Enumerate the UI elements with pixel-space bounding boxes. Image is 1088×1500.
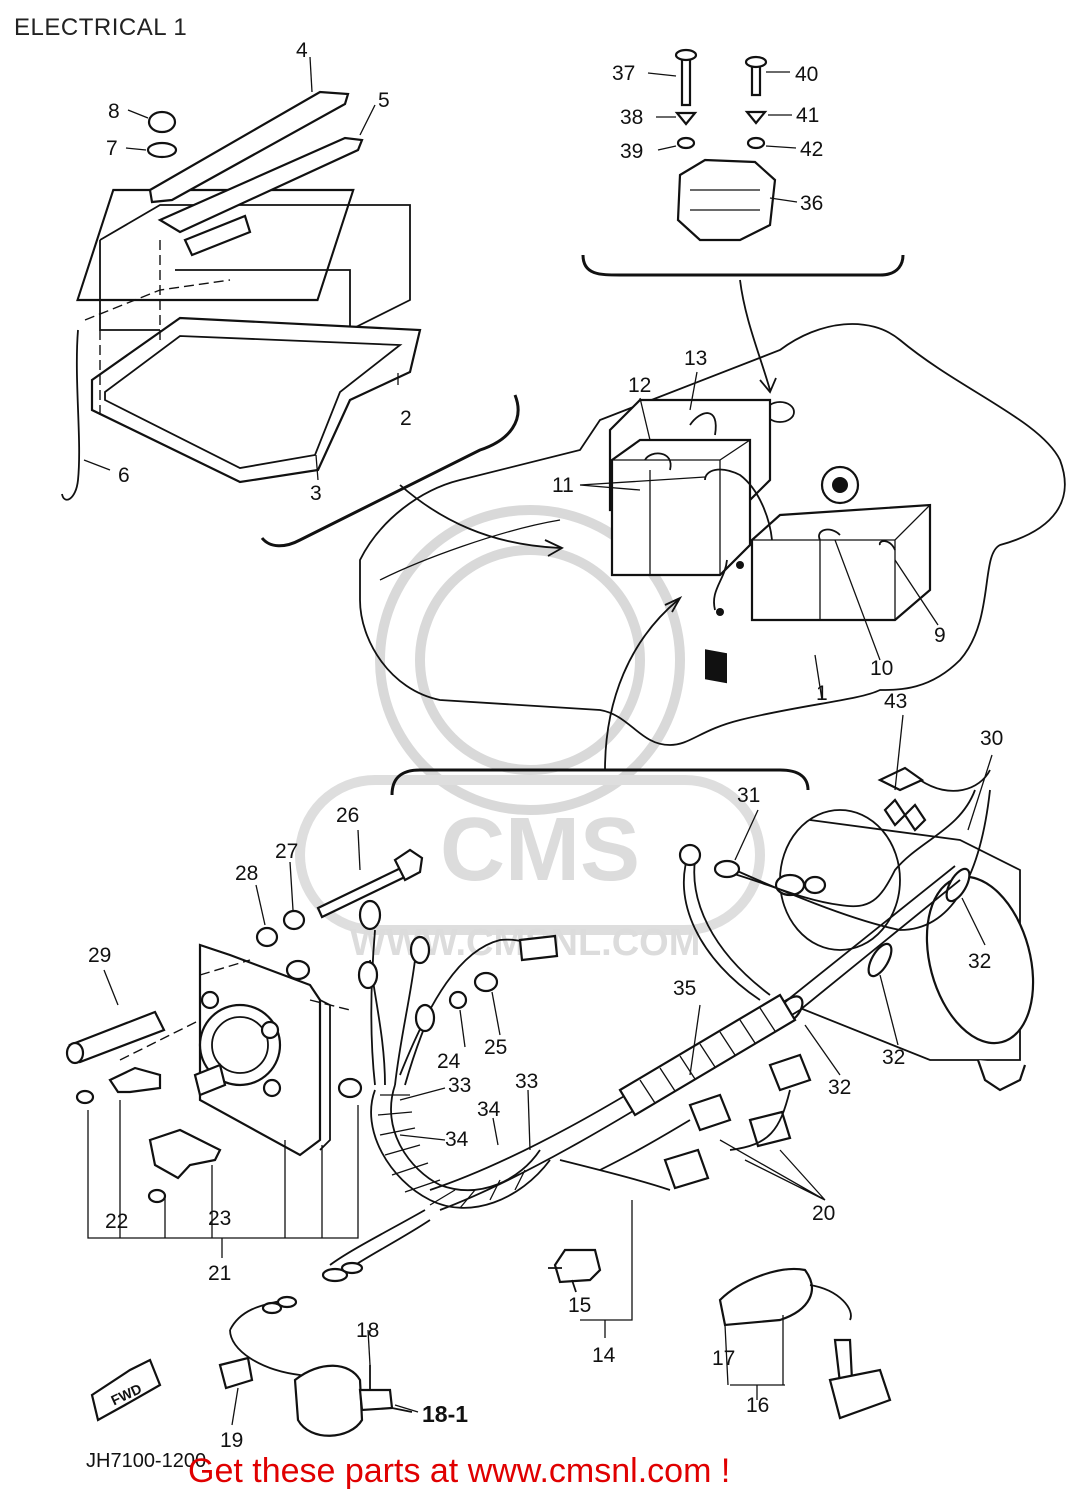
callout-8: 8 [108, 100, 120, 123]
callout-3: 3 [310, 482, 322, 505]
callout-23: 23 [208, 1207, 231, 1230]
callout-42: 42 [800, 138, 823, 161]
callout-38: 38 [620, 106, 643, 129]
batteries [608, 398, 932, 684]
callout-36: 36 [800, 192, 823, 215]
callout-11: 11 [552, 474, 574, 497]
callout-12: 12 [628, 374, 651, 397]
callout-39: 39 [620, 140, 643, 163]
callout-10: 10 [870, 657, 893, 680]
callout-35: 35 [673, 977, 696, 1000]
callout-21: 21 [208, 1262, 231, 1285]
callout-18: 18 [356, 1319, 379, 1342]
callout-26: 26 [336, 804, 359, 827]
callout-31: 31 [737, 784, 760, 807]
callout-9: 9 [934, 624, 946, 647]
callout-32-a: 32 [968, 950, 991, 973]
wiring-harness [321, 766, 991, 1283]
group-brackets [260, 254, 905, 796]
callout-32-c: 32 [828, 1076, 851, 1099]
diagram-title: ELECTRICAL 1 [14, 14, 188, 41]
corrugated-tube [618, 993, 797, 1117]
callout-14: 14 [592, 1344, 616, 1367]
callout-19: 19 [220, 1429, 243, 1452]
diagram-code: JH7100-1200 [86, 1450, 207, 1472]
callout-16: 16 [746, 1394, 769, 1417]
watermark-brand: CMS [440, 800, 640, 900]
callout-29: 29 [88, 944, 111, 967]
callout-37: 37 [612, 62, 635, 85]
battery-box-assembly [61, 90, 422, 501]
callout-1: 1 [816, 682, 828, 705]
callout-41: 41 [796, 104, 819, 127]
callout-6: 6 [118, 464, 130, 487]
callout-2: 2 [400, 407, 412, 430]
callout-20: 20 [812, 1202, 835, 1225]
callout-18-1: 18-1 [422, 1401, 468, 1427]
controller-plate [65, 848, 499, 1258]
callout-43: 43 [884, 690, 907, 713]
callout-30: 30 [980, 727, 1003, 750]
bottom-parts: FWD [90, 1200, 892, 1437]
plug-assembly [674, 48, 777, 242]
callout-7: 7 [106, 137, 118, 160]
callout-24: 24 [437, 1050, 461, 1073]
callout-27: 27 [275, 840, 298, 863]
callout-15: 15 [568, 1294, 591, 1317]
callout-labels: 1 2 3 4 5 6 7 8 9 10 11 12 13 14 15 16 1… [88, 39, 1003, 1452]
callout-33-a: 33 [448, 1074, 471, 1097]
callout-28: 28 [235, 862, 258, 885]
callout-25: 25 [484, 1036, 507, 1059]
callout-17: 17 [712, 1347, 735, 1370]
callout-33-b: 33 [515, 1070, 538, 1093]
promo-link[interactable]: Get these parts at www.cmsnl.com ! [188, 1452, 731, 1490]
callout-4: 4 [296, 39, 308, 62]
callout-40: 40 [795, 63, 818, 86]
callout-13: 13 [684, 347, 707, 370]
callout-34-a: 34 [445, 1128, 469, 1151]
leader-lines [83, 56, 993, 1426]
callout-5: 5 [378, 89, 390, 112]
callout-34-b: 34 [477, 1098, 501, 1121]
motor [774, 798, 1035, 1092]
callout-22: 22 [105, 1210, 128, 1233]
watermark: CMS WWW.CMSNL.COM [295, 505, 765, 964]
callout-32-b: 32 [882, 1046, 905, 1069]
